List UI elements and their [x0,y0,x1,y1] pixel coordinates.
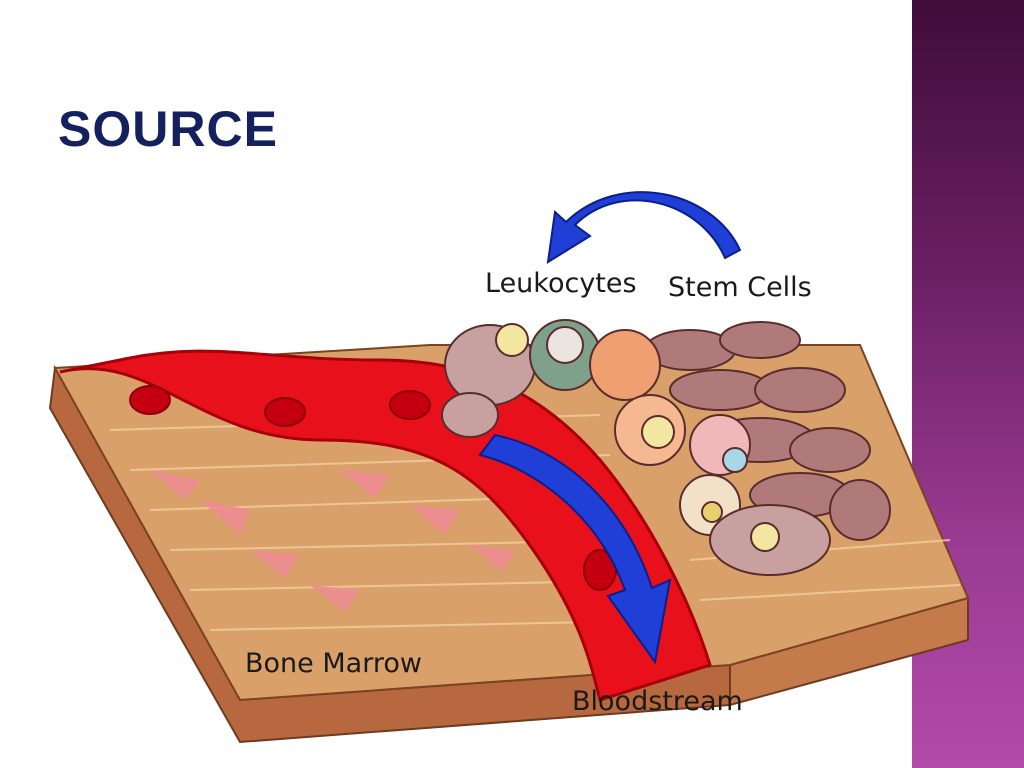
slide-title: SOURCE [58,101,278,157]
red-blood-cells [129,385,617,591]
label-leukocytes: Leukocytes [485,268,637,299]
leukocyte-cells [441,319,831,576]
stromal-cells [150,470,515,612]
label-stem-cells: Stem Cells [668,272,812,303]
label-bone-marrow: Bone Marrow [245,648,422,679]
differentiation-arrow [546,191,742,264]
flow-arrow [478,433,672,665]
blood-vessel [59,349,712,702]
label-bloodstream: Bloodstream [572,686,743,717]
